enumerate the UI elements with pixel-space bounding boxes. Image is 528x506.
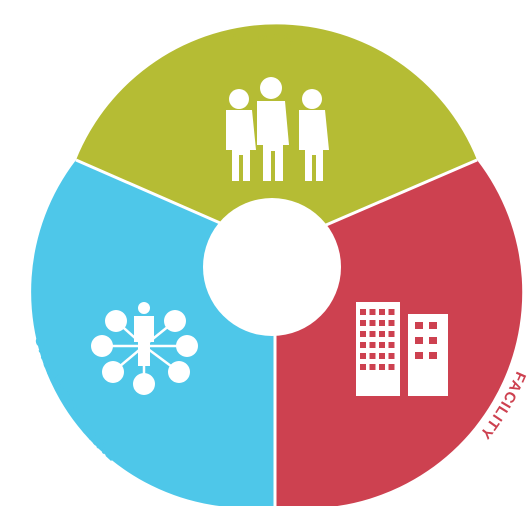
building-window (369, 364, 376, 370)
building-window (388, 309, 395, 315)
building-window (369, 331, 376, 337)
building-window (369, 353, 376, 359)
center-circle (203, 198, 341, 336)
building-window (369, 342, 376, 348)
network-node (176, 335, 198, 357)
building-window (360, 320, 366, 326)
network-node (91, 335, 113, 357)
building-window (369, 320, 376, 326)
network-node (133, 373, 155, 395)
building-window (415, 352, 423, 359)
building-window (379, 353, 385, 359)
hub-person-head (138, 302, 150, 314)
building-window (379, 331, 385, 337)
network-node (164, 310, 186, 332)
building-window (360, 309, 366, 315)
hub-person-body (134, 316, 154, 366)
building-window (388, 353, 395, 359)
network-node (168, 361, 190, 383)
building-window (360, 331, 366, 337)
building-window (379, 320, 385, 326)
building-window (429, 322, 437, 329)
building-window (429, 337, 437, 344)
building-window (415, 337, 423, 344)
people-group-icon (226, 77, 329, 181)
building-window (369, 309, 376, 315)
building-window (388, 364, 395, 370)
building-window (415, 322, 423, 329)
building-window (379, 342, 385, 348)
building-window (360, 364, 366, 370)
building-window (360, 342, 366, 348)
buildings-icon (356, 302, 448, 396)
building-window (379, 364, 385, 370)
building-window (388, 342, 395, 348)
network-node (105, 310, 127, 332)
building-window (429, 352, 437, 359)
building-window (388, 331, 395, 337)
building-window (379, 309, 385, 315)
network-node (102, 361, 124, 383)
label-human: HUMAN (232, 29, 296, 48)
building-window (388, 320, 395, 326)
building-window (360, 353, 366, 359)
network-hub-icon (91, 302, 198, 395)
